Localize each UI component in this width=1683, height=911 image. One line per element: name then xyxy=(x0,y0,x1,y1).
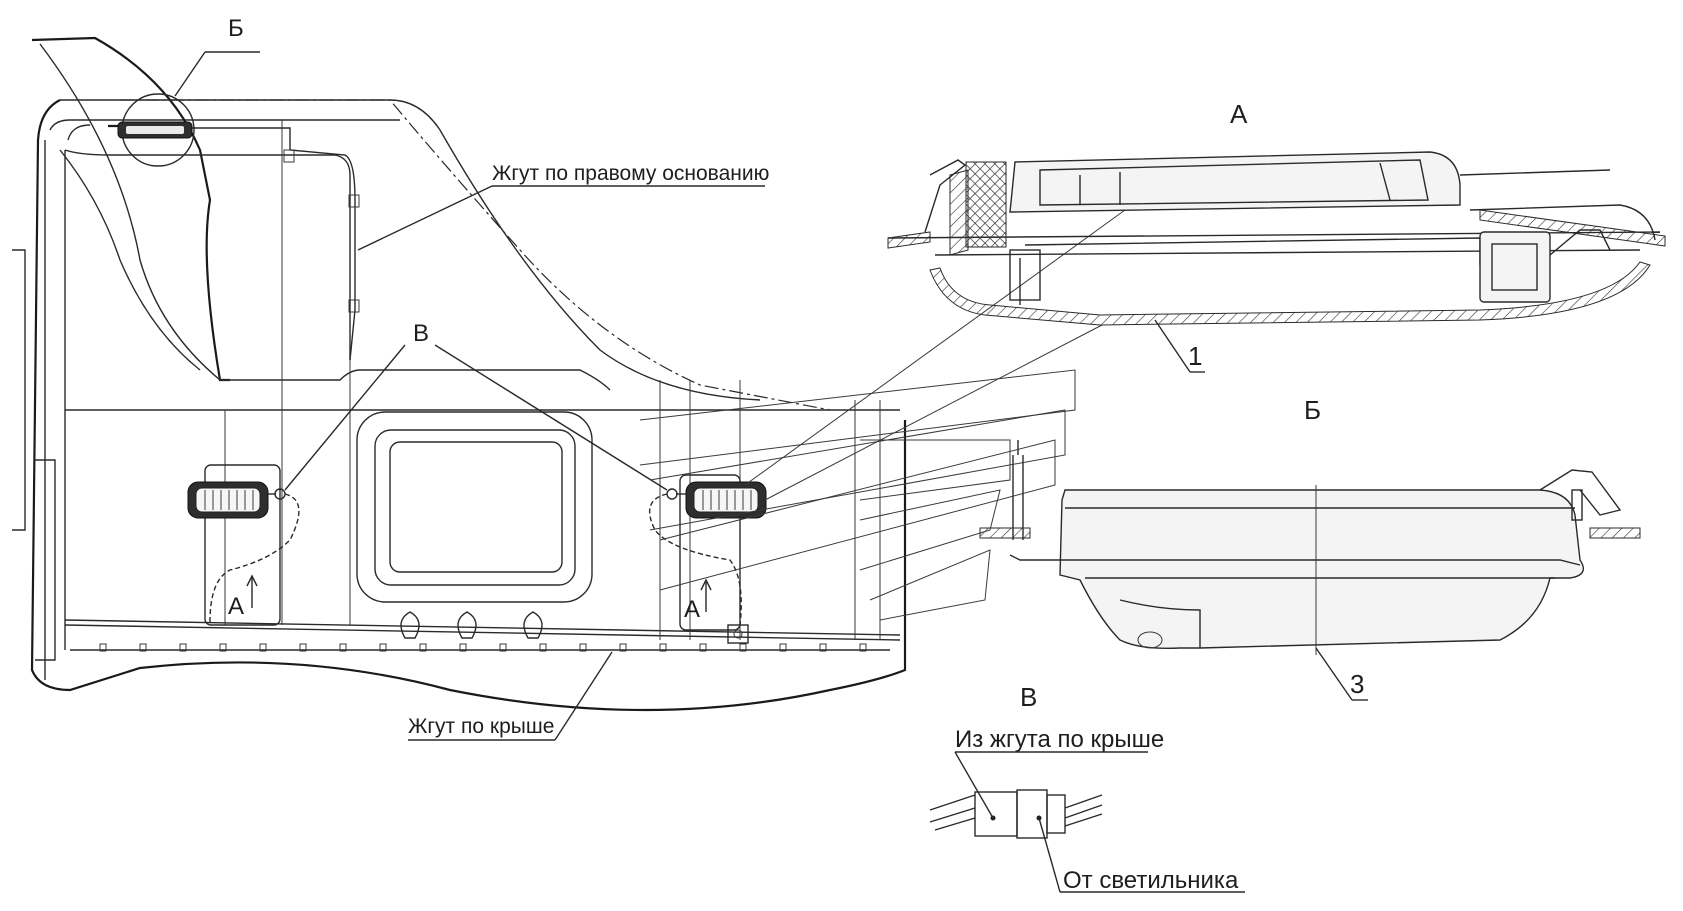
detail-a-section: А 1 xyxy=(887,99,1666,373)
harness-roof-label: Жгут по крыше xyxy=(408,715,554,738)
detail-v-marker: В xyxy=(413,320,429,347)
from-lamp-label: От светильника xyxy=(1063,867,1239,894)
from-roof-harness-label: Из жгута по крыше xyxy=(955,726,1164,753)
roof-lamp-right xyxy=(685,481,767,519)
detail-b-item-number: 3 xyxy=(1350,669,1364,699)
roof-harness-clips xyxy=(99,643,867,652)
cab-interior-view xyxy=(12,36,1126,741)
detail-v-connector: В Из жгута по крыше От светильника xyxy=(929,682,1245,894)
detail-b-marker: Б xyxy=(228,15,244,42)
detail-a-title: А xyxy=(1230,99,1248,129)
harness-right-base-label: Жгут по правому основанию xyxy=(492,162,769,185)
detail-b-title: Б xyxy=(1304,395,1321,425)
section-a-label-right: А xyxy=(684,596,700,623)
section-a-label-left: А xyxy=(228,593,244,620)
detail-b-view: Б 3 xyxy=(979,395,1641,701)
roof-lamp-left xyxy=(187,481,269,519)
detail-v-title: В xyxy=(1020,682,1037,712)
detail-a-item-number: 1 xyxy=(1188,341,1202,371)
